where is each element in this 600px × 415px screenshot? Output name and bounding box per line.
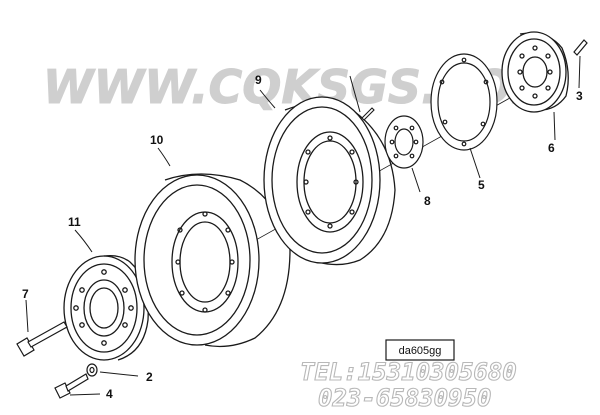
- callout-3: 3: [576, 89, 583, 103]
- part-short-bolt: [54, 373, 89, 399]
- drawing-code-text: da605gg: [399, 345, 442, 357]
- callout-5: 5: [478, 178, 485, 192]
- callout-4: 4: [106, 387, 113, 401]
- part-ring-gasket: [430, 53, 498, 151]
- contact-tel-text: TEL:15310305680: [300, 358, 517, 386]
- callout-7: 7: [22, 287, 29, 301]
- callout-11: 11: [68, 215, 81, 229]
- callout-9: 9: [255, 73, 262, 87]
- part-hub: [63, 254, 149, 361]
- drawing-code-box: da605gg: [385, 339, 455, 361]
- callout-2: 2: [146, 370, 153, 384]
- part-rear-flange: [501, 31, 569, 113]
- part-dowel-pin: [573, 39, 588, 56]
- part-washer: [86, 363, 98, 377]
- leader-lines: [25, 55, 581, 396]
- part-damper-ring: [263, 96, 396, 266]
- contact-alt-text: 023-65830950: [318, 384, 491, 412]
- part-small-pin: [361, 107, 375, 121]
- callout-8: 8: [424, 194, 431, 208]
- part-long-bolt: [16, 321, 68, 357]
- callout-6: 6: [548, 141, 555, 155]
- callout-10: 10: [150, 133, 164, 147]
- part-adapter-plate: [384, 115, 424, 169]
